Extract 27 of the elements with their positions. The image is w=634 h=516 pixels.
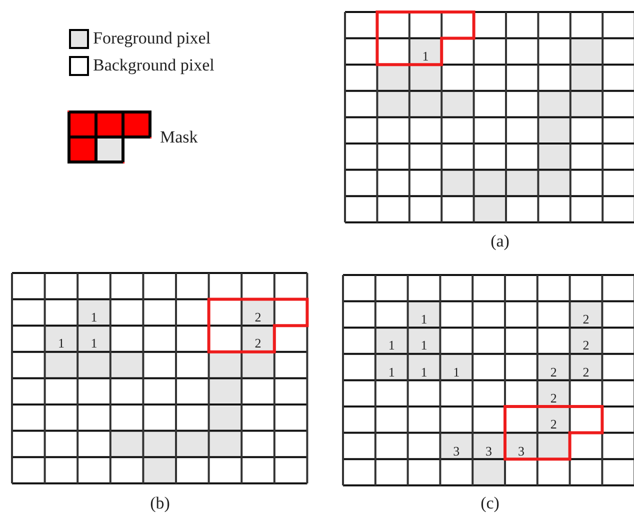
pixel-label: 2: [550, 418, 557, 431]
legend-label: Mask: [160, 128, 198, 146]
pixel-label: 3: [453, 444, 460, 458]
pixel-label: 2: [550, 365, 557, 378]
legend-label: Background pixel: [93, 56, 214, 74]
pixel-label: 1: [453, 365, 460, 378]
pixel-label: 2: [582, 338, 590, 352]
figure-caption: (c): [480, 494, 500, 512]
figure-caption: (b): [150, 494, 170, 512]
pixel-label: 2: [582, 312, 590, 326]
pixel-label: 1: [388, 365, 395, 378]
pixel-label: 1: [422, 50, 429, 63]
figure-caption: (a): [490, 232, 510, 250]
pixel-label: 1: [420, 338, 428, 352]
pixel-label: 1: [90, 310, 98, 324]
pixel-label: 1: [420, 312, 428, 326]
legend-label: Foreground pixel: [93, 30, 211, 46]
pixel-label: 2: [550, 392, 557, 405]
pixel-label: 1: [388, 338, 395, 352]
pixel-label: 1: [420, 365, 428, 378]
pixel-label: 3: [486, 444, 492, 458]
pixel-label: 3: [518, 444, 524, 458]
pixel-label: 2: [254, 310, 262, 324]
pixel-label: 2: [582, 365, 590, 378]
pixel-label: 1: [58, 336, 64, 350]
pixel-label: 1: [90, 336, 98, 350]
pixel-label: 2: [254, 336, 262, 350]
